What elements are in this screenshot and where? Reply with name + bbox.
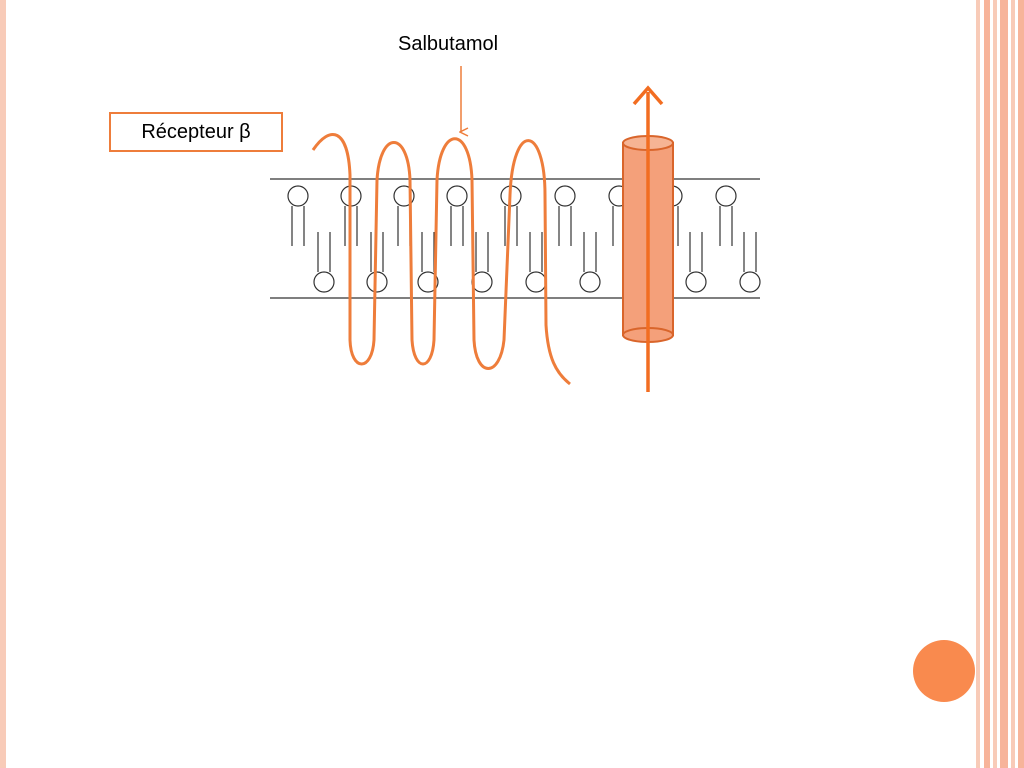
phospholipid-lower bbox=[685, 232, 707, 293]
slide-border-right-stripe bbox=[984, 0, 990, 768]
slide-border-left bbox=[0, 0, 6, 768]
up-arrow-icon bbox=[632, 85, 664, 392]
phospholipid-lower bbox=[471, 232, 493, 293]
phospholipid-lower bbox=[366, 232, 388, 293]
salbutamol-label: Salbutamol bbox=[398, 33, 499, 55]
phospholipid-lower bbox=[525, 232, 547, 293]
slide-border-right-stripe bbox=[1011, 0, 1015, 768]
slide-border-right-stripe bbox=[1018, 0, 1024, 768]
phospholipid-upper bbox=[715, 185, 737, 246]
slide-border-right-stripe bbox=[1000, 0, 1008, 768]
slide-border-right-stripe bbox=[993, 0, 997, 768]
receptor-helix bbox=[311, 132, 571, 386]
phospholipid-lower bbox=[739, 232, 761, 293]
receptor-label: Récepteur β bbox=[141, 120, 251, 143]
slide-border-right-stripe bbox=[976, 0, 980, 768]
phospholipid-lower bbox=[313, 232, 335, 293]
phospholipid-upper bbox=[287, 185, 309, 246]
phospholipid-layer bbox=[287, 185, 761, 293]
phospholipid-upper bbox=[554, 185, 576, 246]
decorative-dot bbox=[913, 640, 975, 702]
receptor-label-box: Récepteur β bbox=[109, 112, 283, 152]
phospholipid-lower bbox=[579, 232, 601, 293]
phospholipid-upper bbox=[446, 185, 468, 246]
